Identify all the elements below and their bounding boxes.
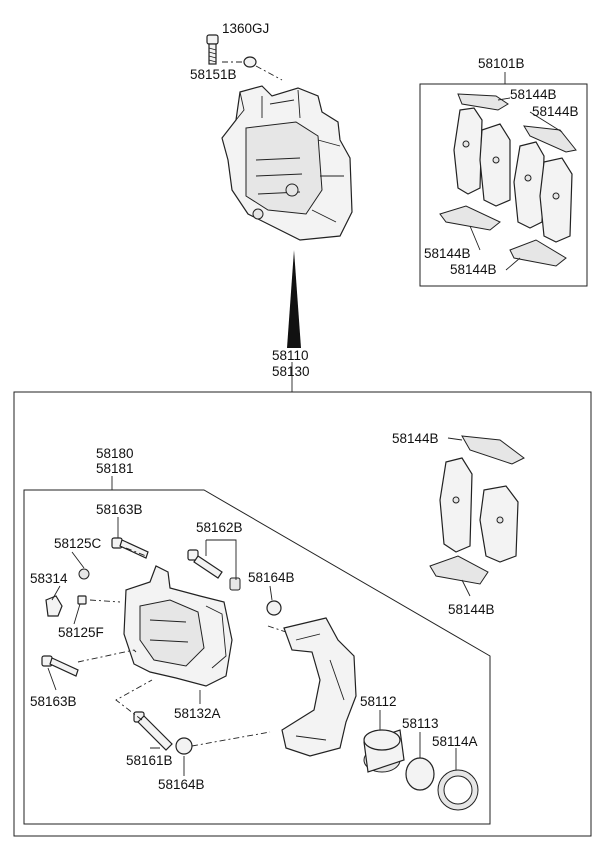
label-58130[interactable]: 58130	[272, 364, 310, 379]
caliper-bracket-illustration	[281, 617, 357, 757]
main-pad-set-illustration	[429, 435, 525, 585]
label-58144b-main-2[interactable]: 58144B	[448, 602, 495, 617]
washer-58151b-illustration	[243, 56, 257, 68]
label-1360gj[interactable]: 1360GJ	[222, 21, 269, 36]
label-58161b[interactable]: 58161B	[126, 753, 173, 768]
label-58113[interactable]: 58113	[402, 716, 439, 731]
caliper-housing-illustration	[123, 565, 233, 687]
label-58144b-kit-2[interactable]: 58144B	[532, 104, 579, 119]
label-58125f[interactable]: 58125F	[58, 625, 104, 640]
label-58112[interactable]: 58112	[360, 694, 397, 709]
label-58180[interactable]: 58180	[96, 446, 134, 461]
label-58144b-main-1[interactable]: 58144B	[392, 431, 439, 446]
label-58314[interactable]: 58314	[30, 571, 68, 586]
label-58151b[interactable]: 58151B	[190, 67, 237, 82]
label-58144b-kit-3[interactable]: 58144B	[424, 246, 471, 261]
label-58163b-top[interactable]: 58163B	[96, 502, 143, 517]
label-58132a[interactable]: 58132A	[174, 706, 221, 721]
caliper-sub-box	[23, 489, 491, 825]
label-58181[interactable]: 58181	[96, 461, 134, 476]
part-number-labels: 1360GJ 58151B 58101B 58144B 58144B 58144…	[30, 21, 579, 792]
label-58125c[interactable]: 58125C	[54, 536, 102, 551]
bolt-1360gj-illustration	[206, 34, 219, 65]
label-58101b[interactable]: 58101B	[478, 56, 525, 71]
label-58114a[interactable]: 58114A	[432, 734, 478, 749]
label-58164b-top[interactable]: 58164B	[248, 570, 295, 585]
label-58144b-kit-1[interactable]: 58144B	[510, 87, 557, 102]
pad-kit-illustration	[439, 93, 577, 267]
pad-kit-box	[419, 83, 588, 287]
label-58163b-bottom[interactable]: 58163B	[30, 694, 77, 709]
label-58164b-bottom[interactable]: 58164B	[158, 777, 205, 792]
label-58144b-kit-4[interactable]: 58144B	[450, 262, 497, 277]
label-58162b[interactable]: 58162B	[196, 520, 243, 535]
label-58110[interactable]: 58110	[272, 348, 309, 363]
piston-seal-boot-illustration	[363, 729, 479, 811]
caliper-assembly-illustration	[221, 85, 353, 241]
small-parts-illustration	[41, 537, 282, 755]
assembly-arrow	[287, 250, 301, 348]
main-assembly-box	[13, 391, 592, 837]
